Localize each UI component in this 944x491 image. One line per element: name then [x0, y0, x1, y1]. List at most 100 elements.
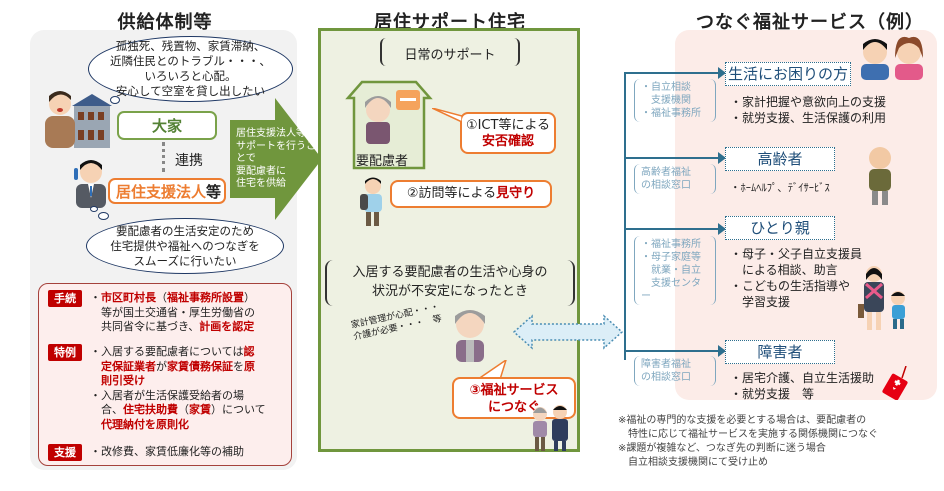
couple-illustration: [855, 36, 931, 80]
rule-highlight: 家賃債務保証: [167, 359, 233, 373]
rule-tag-procedure: 手続: [48, 290, 82, 307]
callout-highlight: ③福祉サービス: [469, 383, 559, 398]
rule-segment: を: [233, 359, 244, 373]
support-corp-name: 居住支援法人: [116, 183, 207, 201]
unstable-title-line: 状況が不安定になったとき: [371, 284, 528, 299]
safety-check-callout: ①ICT等による 安否確認: [460, 112, 556, 154]
link-label: 連携: [175, 153, 203, 169]
arrow-text-line: 要配慮者に: [236, 165, 286, 177]
connector-branch: [624, 157, 724, 159]
rule-segment: 等が国土交通省・厚生労働省の: [90, 305, 255, 319]
arrow-text-line: 居住支援法人等が: [236, 128, 316, 139]
agency-line: 支援機関: [641, 95, 691, 106]
support-corp-suffix: 等: [206, 183, 222, 201]
bidirectional-arrow: [512, 312, 624, 352]
connector-branch: [624, 228, 724, 230]
rule-line: 定保証業者が家賃債務保証を原: [90, 360, 290, 375]
thought-line: 近隣住民とのトラブル・・・、: [110, 54, 271, 68]
link-dotted-line: [162, 142, 165, 172]
connector-trunk: [624, 72, 626, 360]
rule-segment: ・入居する要配慮者については: [90, 345, 244, 358]
rule-line: 代理納付を原則化: [90, 418, 290, 433]
service-item: ・就労支援、生活保護の利用: [730, 111, 887, 125]
rule-segment: が: [156, 359, 167, 373]
agency-line: 障害者福祉: [641, 359, 691, 370]
thought-puff: [110, 96, 120, 104]
elderly-man-illustration: [864, 146, 896, 206]
service-items-single-parent: ・母子・父子自立支援員 による相談、助言 ・こどもの生活指導や 学習支援: [730, 246, 862, 310]
landlord-label-box: 大家: [117, 111, 217, 140]
rule-segment: 合、: [90, 403, 123, 416]
footnotes: ※福祉の専門的な支援を必要とする場合は、要配慮者の 特性に応じて福祉サービスを実…: [618, 414, 938, 470]
rule-highlight: 定保証業者: [101, 359, 156, 373]
arrow-text-line: サポートを行うことで: [236, 140, 316, 165]
connector-branch: [624, 72, 724, 74]
connector-branch: [624, 350, 724, 352]
watching-callout: ②訪問等による見守り: [390, 180, 552, 208]
rule-highlight: 市区町村長: [101, 291, 156, 304]
footnote-line: ※福祉の専門的な支援を必要とする場合は、要配慮者の: [618, 415, 867, 426]
rule-highlight: 認: [243, 345, 255, 358]
agency-line: ・福祉事務所: [641, 108, 701, 119]
rule-highlight: 原: [244, 359, 255, 373]
footnote-line: 特性に応じて福祉サービスを実施する関係機関につなぐ: [618, 429, 878, 440]
thought-line: 安心して空室を貸し出したい: [115, 84, 266, 98]
agency-label-livelihood: ・自立相談 支援機関 ・福祉事務所: [634, 79, 716, 122]
arrow-text-line: 住宅を供給: [236, 178, 286, 189]
thought-line: いろいろと心配。: [144, 69, 237, 83]
support-corp-label-box: 居住支援法人等: [108, 178, 226, 204]
service-item: による相談、助言: [730, 263, 838, 277]
agency-label-disability: 障害者福祉 の相談窓口: [634, 356, 716, 386]
service-item: ・居宅介護、自立生活援助: [730, 371, 875, 385]
arrowhead-icon: [718, 152, 726, 164]
rule-segment: ・: [90, 291, 101, 304]
rule-text-support: ・改修費、家賃低廉化等の補助: [90, 445, 290, 460]
supply-housing-arrow: [230, 98, 322, 220]
rule-highlight: 代理納付を原則化: [101, 417, 189, 431]
agency-line: の相談窓口: [641, 180, 691, 191]
welfare-services-panel: [675, 30, 937, 400]
agency-line: ・福祉事務所: [641, 239, 701, 250]
visiting-staff-illustration: [358, 176, 388, 228]
rule-segment: ）について: [211, 403, 266, 416]
elder-with-staff-illustration: [528, 402, 572, 452]
worried-resident-illustration: [448, 306, 492, 362]
thought-line: スムーズに行いたい: [133, 253, 237, 268]
service-item: ・こどもの生活指導や: [730, 279, 851, 293]
rule-segment: （: [178, 403, 189, 416]
thought-line: 要配慮者の生活安定のため: [116, 223, 254, 238]
arrowhead-icon: [718, 345, 726, 357]
service-items-disability: ・居宅介護、自立生活援助 ・就労支援 等: [730, 370, 874, 402]
service-items-livelihood: ・家計把握や意欲向上の支援 ・就労支援、生活保護の利用: [730, 94, 886, 126]
resident-label: 要配慮者: [356, 154, 409, 169]
service-items-elderly: ・ﾎｰﾑﾍﾙﾌﾟ、ﾃﾞｲｻｰﾋﾞｽ: [730, 180, 830, 196]
unstable-title-line: 入居する要配慮者の生活や心身の: [352, 265, 548, 280]
support-corp-staff-illustration: [70, 158, 112, 208]
callout-highlight: 見守り: [496, 186, 536, 201]
unstable-bracket: [325, 260, 575, 306]
callout-pointer: [431, 107, 463, 124]
rule-segment: ・入居者が生活保護受給者の場: [90, 388, 244, 402]
left-column-title: 供給体制等: [117, 12, 213, 33]
rule-highlight: 家賃: [189, 403, 211, 416]
agency-line: 高齢者福祉: [641, 167, 691, 178]
agency-line: 支援センター: [641, 278, 701, 302]
agency-line: の相談窓口: [641, 372, 691, 383]
rule-text-exception: ・入居する要配慮者については認 定保証業者が家賃債務保証を原 則引受け・入居者が…: [90, 345, 290, 432]
rule-line: ・入居者が生活保護受給者の場: [90, 389, 290, 404]
supply-arrow-text: 居住支援法人等が サポートを行うことで 要配慮者に 住宅を供給: [236, 128, 324, 191]
service-item: ・ﾎｰﾑﾍﾙﾌﾟ、ﾃﾞｲｻｰﾋﾞｽ: [730, 182, 830, 194]
callout-highlight: につなぐ: [487, 400, 540, 415]
rule-highlight: 則引受け: [101, 374, 145, 387]
right-column-title: つなぐ福祉サービス（例）: [696, 12, 924, 33]
rule-tag-support: 支援: [48, 444, 82, 461]
legal-framework-box: [38, 283, 292, 466]
service-title-single-parent: ひとり親: [725, 216, 835, 240]
footnote-line: ※課題が複雑など、つなぎ先の判断に迷う場合: [618, 443, 826, 454]
landlord-illustration: [42, 88, 114, 150]
callout-line: ①ICT等による: [465, 118, 551, 133]
center-column-title: 居住サポート住宅: [374, 12, 526, 33]
single-parent-illustration: [856, 264, 912, 332]
callout-highlight: 安否確認: [481, 134, 534, 149]
service-title-disability: 障害者: [725, 340, 835, 364]
